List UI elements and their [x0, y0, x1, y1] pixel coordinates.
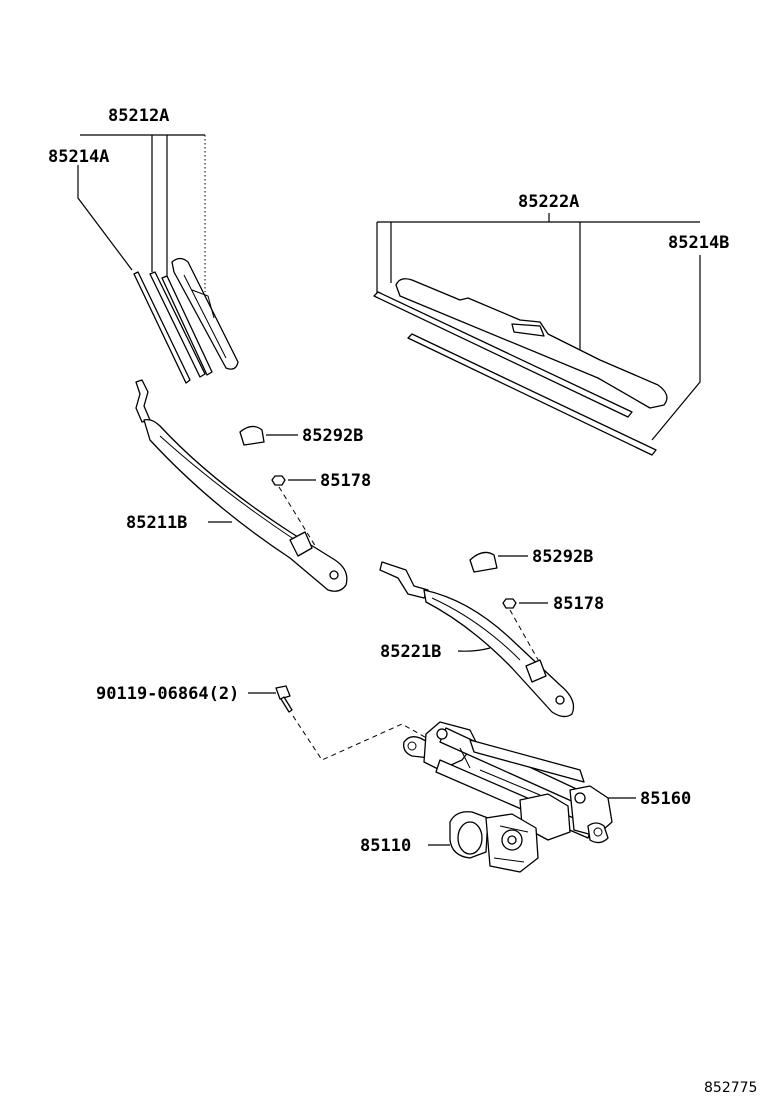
right-blade-adapter — [511, 323, 545, 337]
diagram-reference-number: 852775 — [704, 1080, 757, 1096]
label-85214B: 85214B — [668, 233, 729, 253]
bolt-head — [275, 685, 291, 700]
pivot-cap-85292B-right — [469, 551, 498, 573]
right-arm-ridge — [431, 597, 521, 661]
nut-85178-right — [502, 598, 517, 609]
right-blade-strip — [373, 291, 633, 418]
label-85178-right: 85178 — [553, 594, 604, 614]
left-arm-ridge — [159, 435, 296, 541]
linkage-cross-rod — [469, 739, 585, 783]
label-85222A: 85222A — [518, 192, 579, 212]
right-arm-pivot — [555, 695, 565, 705]
linkage-right-mount — [587, 822, 609, 844]
leader-85214A — [77, 165, 133, 271]
label-90119-06864: 90119-06864(2) — [96, 684, 239, 704]
label-85292B-right: 85292B — [532, 547, 593, 567]
left-blade-rubber — [133, 271, 191, 384]
linkage-right-spindle — [574, 792, 586, 804]
label-85221B: 85221B — [380, 642, 441, 662]
nut-85178-left — [271, 475, 286, 486]
leader-85222A — [376, 213, 700, 350]
label-85178-left: 85178 — [320, 471, 371, 491]
bolt-shank — [280, 696, 293, 713]
right-blade-rubber — [407, 333, 657, 456]
dashed-bolt-to-linkage — [292, 715, 431, 761]
motor-end-cap — [457, 821, 483, 855]
wiper-motor-85110 — [428, 811, 539, 873]
linkage-left-mount-hole — [407, 741, 417, 751]
pivot-cap-85292B-left — [239, 425, 265, 446]
bolt-90119-06864 — [248, 685, 431, 761]
label-85110: 85110 — [360, 836, 411, 856]
linkage-left-spindle — [436, 728, 448, 740]
left-wiper-blade-group — [77, 134, 239, 384]
label-85214A: 85214A — [48, 147, 109, 167]
right-arm-clip — [525, 659, 547, 683]
motor-detail-lines — [493, 825, 529, 863]
right-arm-hook — [379, 561, 429, 599]
label-85211B: 85211B — [126, 513, 187, 533]
leader-85221B — [457, 647, 491, 652]
left-arm-clip — [289, 531, 313, 557]
label-85160: 85160 — [640, 789, 691, 809]
linkage-right-mount-hole — [593, 827, 603, 837]
left-blade-strip-2 — [161, 275, 213, 376]
left-blade-strip-1 — [149, 271, 206, 378]
right-blade-frame — [395, 278, 668, 409]
label-85212A: 85212A — [108, 106, 169, 126]
right-wiper-arm-85221B — [379, 561, 575, 718]
right-arm-body — [423, 589, 575, 718]
label-85292B-left: 85292B — [302, 426, 363, 446]
left-arm-pivot — [329, 570, 339, 580]
leader-85214B — [651, 255, 701, 441]
leader-85212A — [80, 134, 205, 282]
left-blade-frame — [171, 257, 239, 370]
left-wiper-arm-85211B — [135, 379, 348, 592]
left-arm-hook — [135, 379, 151, 423]
linkage-detail-lines — [459, 747, 541, 796]
motor-output-shaft — [507, 835, 517, 845]
right-wiper-blade-group — [373, 213, 701, 456]
left-blade-frame-detail — [183, 274, 227, 359]
